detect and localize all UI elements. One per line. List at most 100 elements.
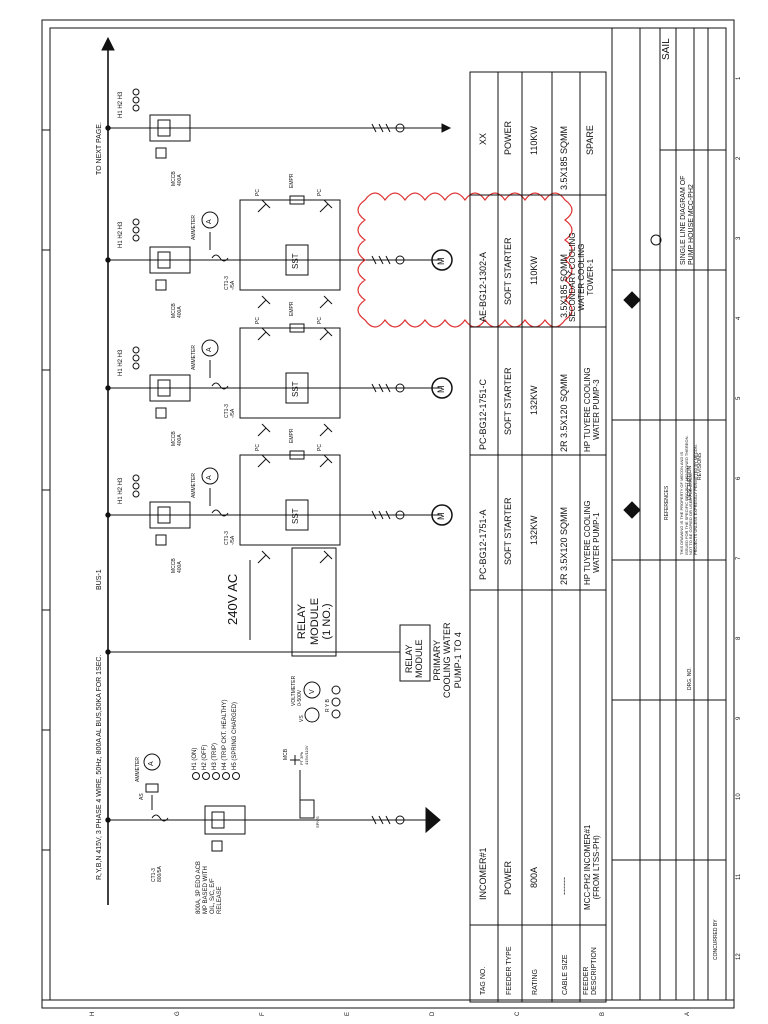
- motor-icon: M: [436, 512, 446, 521]
- pc-label: PC: [255, 189, 261, 196]
- ct-label: CT1-3 -/5A: [224, 276, 236, 290]
- motor-icon: M: [436, 385, 446, 394]
- table-cell: 800A: [529, 866, 539, 888]
- concurred-by-label: CONCURRED BY: [713, 919, 719, 960]
- table-cell: 2R 3.5X120 SQMM: [559, 373, 569, 452]
- table-cell: SPARE: [585, 125, 595, 155]
- pc-label: PC: [255, 317, 261, 324]
- table-header: RATING: [532, 969, 539, 995]
- zone-number: 5: [736, 396, 742, 400]
- pc-label: PC: [317, 317, 323, 324]
- table-cell: 132KW: [529, 515, 539, 545]
- ct-incomer-label: CT1-3 800/5A: [151, 866, 163, 882]
- mccb-label: MCCB 400A: [171, 303, 183, 318]
- zone-number: 4: [736, 316, 742, 320]
- vs-label: VS: [299, 715, 305, 722]
- lamp-legend-item: H1 (ON): [192, 747, 198, 770]
- references-label: REFERENCES: [664, 485, 670, 520]
- indicator-lamps-label: H1 H2 H3: [118, 91, 124, 118]
- table-cell: SOFT STARTER: [503, 237, 513, 305]
- lamp-legend-item: H3 (TRIP): [212, 743, 218, 770]
- table-header: CABLE SIZE: [562, 954, 569, 995]
- table-cell: 3.5X185 SQMM: [559, 125, 569, 190]
- ammeter-label: AMMETER: [191, 473, 197, 498]
- indicator-lamps-label: H1 H2 H3: [118, 349, 124, 376]
- relay-module-small-label: RELAY MODULE: [404, 639, 425, 678]
- pc-label: PC: [255, 444, 261, 451]
- drawing-title: SINGLE LINE DIAGRAM OF PUMP HOUSE MCC-PH…: [680, 175, 696, 265]
- table-cell: XX: [478, 132, 488, 145]
- spn-label: SPN'S: [315, 816, 320, 828]
- zone-letter: H: [90, 1011, 96, 1016]
- lamp-legend-item: H5 (SPRING CHARGED): [232, 701, 238, 770]
- voltmeter-label: VOLTMETER 0-500V: [291, 675, 303, 706]
- indicator-lamps-label: H1 H2 H3: [118, 477, 124, 504]
- zone-letter: E: [345, 1011, 351, 1016]
- lamp-legend-item: H4 (TRIP CKT. HEALTHY): [222, 699, 228, 770]
- ct-label: CT1-3 -/5A: [224, 531, 236, 545]
- zone-number: 11: [736, 873, 742, 880]
- table-header: FEEDER DESCRIPTION: [583, 947, 599, 995]
- zone-number: 1: [736, 76, 742, 80]
- zone-letter: G: [175, 1011, 181, 1016]
- table-cell: 110KW: [529, 126, 539, 155]
- outer-border: [41, 19, 735, 1009]
- zone-number: 12: [736, 953, 742, 960]
- mccb-label: MCCB 400A: [171, 171, 183, 186]
- pc-label: PC: [317, 189, 323, 196]
- table-cell: 132KW: [529, 385, 539, 415]
- ammeter-label: AMMETER: [191, 345, 197, 370]
- ammeter-icon: A: [206, 475, 213, 480]
- voltmeter-icon: V: [309, 689, 316, 694]
- description-label: DESCRIPTION: [687, 465, 693, 500]
- table-cell: PC-BG12-1751-A: [478, 509, 488, 580]
- ammeter-label: AMMETER: [135, 757, 141, 782]
- sst-label: SST: [291, 508, 300, 524]
- indicator-lamps-label: H1 H2 H3: [118, 221, 124, 248]
- ammeter-icon: A: [148, 761, 155, 766]
- zone-number: 3: [736, 236, 742, 240]
- table-cell: MCC-PH2 INCOMER#1 (FROM LTSS-PH): [583, 824, 602, 910]
- table-header: FEEDER TYPE: [506, 946, 513, 996]
- table-cell: INCOMER#1: [478, 847, 488, 900]
- table-cell: SOFT STARTER: [503, 367, 513, 435]
- relay-module-small-box: [399, 624, 431, 682]
- zone-letter: C: [515, 1011, 521, 1016]
- table-cell: AE-BG12-1302-A: [478, 251, 488, 322]
- table-cell: HP TUYERE COOLING WATER PUMP-1: [583, 500, 602, 585]
- sst-label: SST: [291, 381, 300, 397]
- ryb-label: R Y B: [325, 699, 331, 712]
- table-cell: PC-BG12-1751-C: [478, 378, 488, 450]
- zone-number: 9: [736, 716, 742, 720]
- revision-cloud: [357, 192, 573, 328]
- table-cell: SOFT STARTER: [503, 497, 513, 565]
- zone-letter: F: [260, 1012, 266, 1016]
- zone-number: 7: [736, 556, 742, 560]
- incomer-source-icon: [425, 806, 441, 834]
- zone-number: 8: [736, 636, 742, 640]
- title-block: [611, 27, 727, 1001]
- bus-arrow-icon: [101, 36, 115, 51]
- company-name: SAIL: [661, 38, 672, 60]
- lamp-legend-item: H2 (OFF): [202, 744, 208, 770]
- empr-label: EMPR: [289, 301, 295, 316]
- table-cell: POWER: [503, 860, 513, 895]
- motor-icon: M: [436, 257, 446, 266]
- mccb-label: MCCB 400A: [171, 558, 183, 573]
- ct-label: CT1-3 -/5A: [224, 404, 236, 418]
- ammeter-icon: A: [206, 347, 213, 352]
- incomer-lamps: [192, 772, 240, 780]
- mccb-label: MCCB 400A: [171, 431, 183, 446]
- bus-note: R,Y,B,N 415V, 3 PHASE 4 WIRE, 50Hz, 800A…: [96, 654, 103, 880]
- as-label: AS: [139, 793, 145, 800]
- revisions-label: REVISIONS: [697, 452, 703, 480]
- drawing-number-label: DRG. NO.: [687, 667, 693, 690]
- zone-letter: A: [685, 1011, 691, 1016]
- zone-letter: D: [430, 1011, 436, 1016]
- primary-pumps-label: PRIMARY COOLING WATER PUMP-1 TO 4: [432, 622, 463, 698]
- zone-number: 10: [736, 793, 742, 800]
- zone-number: 2: [736, 156, 742, 160]
- sst-label: SST: [291, 253, 300, 269]
- table-cell: 2R 3.5X120 SQMM: [559, 506, 569, 585]
